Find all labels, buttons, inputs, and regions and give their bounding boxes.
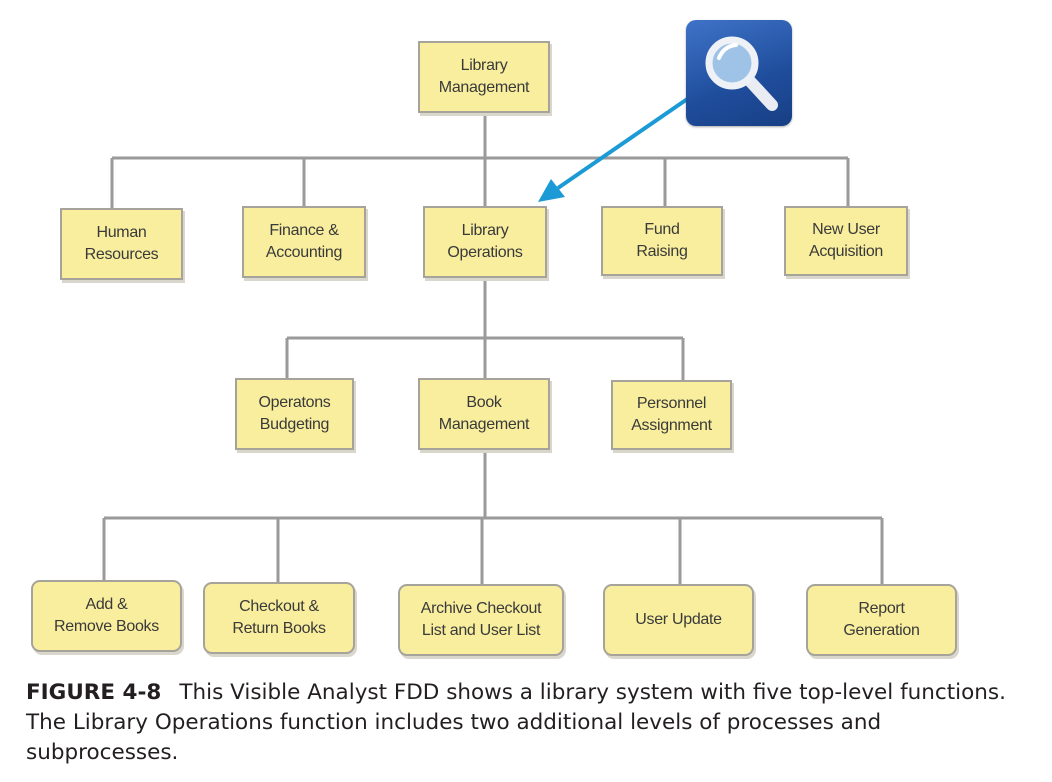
node-fund-raising: Fund Raising	[601, 206, 723, 276]
node-new-user-acquisition: New User Acquisition	[784, 206, 908, 276]
connectors	[102, 113, 884, 584]
figure-caption-text: This Visible Analyst FDD shows a library…	[26, 680, 1006, 765]
node-library-operations: Library Operations	[423, 206, 547, 278]
node-user-update: User Update	[603, 584, 754, 656]
node-report-generation: Report Generation	[806, 584, 957, 656]
node-finance-accounting: Finance & Accounting	[242, 206, 366, 278]
node-checkout-return-books: Checkout & Return Books	[203, 582, 355, 654]
node-add-remove-books: Add & Remove Books	[31, 580, 182, 652]
magnifying-glass-glyph	[705, 36, 778, 111]
node-human-resources: Human Resources	[60, 208, 183, 280]
figure-label: FIGURE 4-8	[26, 680, 162, 705]
arrow-head	[538, 179, 565, 202]
node-operatons-budgeting: Operatons Budgeting	[235, 378, 354, 450]
node-archive-checkout-list: Archive Checkout List and User List	[398, 584, 564, 656]
fdd-diagram	[102, 80, 884, 584]
node-library-management: Library Management	[418, 41, 550, 113]
node-personnel-assignment: Personnel Assignment	[611, 380, 732, 450]
node-book-management: Book Management	[418, 378, 550, 450]
magnifying-glass-icon	[686, 20, 792, 126]
